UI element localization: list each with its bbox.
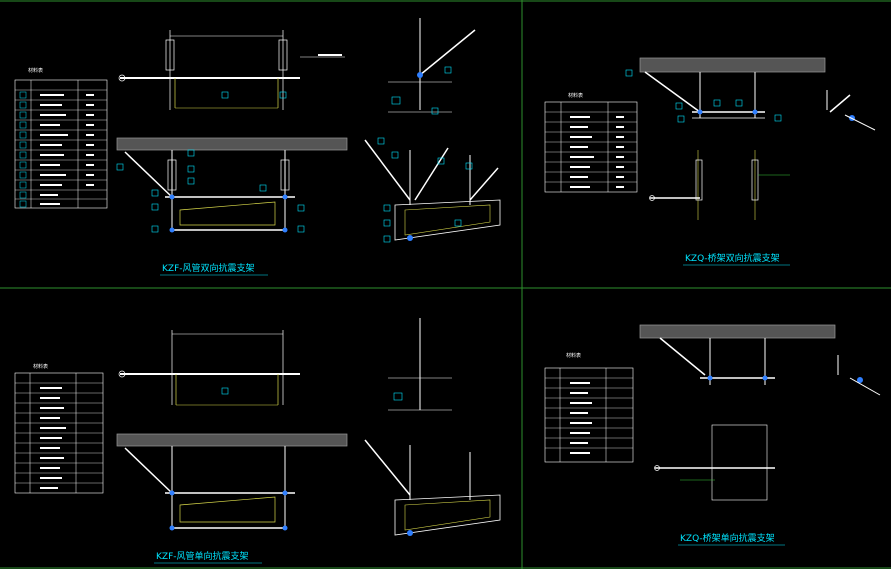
panel-bottom-left: 材料表	[14, 318, 501, 564]
iso-detail-2	[364, 439, 501, 536]
plan-view	[118, 30, 345, 110]
material-table-4: 材料表	[544, 352, 634, 463]
material-table: 材料表	[14, 67, 108, 209]
svg-text:材料表: 材料表	[566, 352, 581, 359]
svg-text:材料表: 材料表	[28, 67, 43, 74]
panel-top-right: 材料表	[544, 57, 876, 266]
tray-plan	[649, 150, 790, 220]
material-table-3: 材料表	[14, 363, 104, 494]
side-detail-2	[388, 318, 452, 411]
tray-plan-2	[654, 424, 775, 501]
caption-bottom-left: KZF-风管单向抗震支架	[156, 550, 249, 562]
panel-top-left: 材料表	[14, 18, 501, 276]
material-table-2: 材料表	[544, 92, 638, 193]
panel-bottom-right: 材料表	[544, 324, 881, 546]
caption-bottom-right: KZQ-桥架单向抗震支架	[680, 532, 775, 544]
svg-text:材料表: 材料表	[568, 92, 583, 99]
tray-elevation-2	[639, 324, 881, 396]
elevation-view-2	[116, 433, 348, 531]
caption-top-right: KZQ-桥架双向抗震支架	[685, 252, 780, 264]
elevation-view	[116, 137, 348, 233]
plan-view-2	[118, 330, 300, 406]
iso-detail	[364, 137, 501, 243]
tray-elevation	[625, 57, 876, 131]
side-detail	[388, 18, 476, 115]
caption-top-left: KZF-风管双向抗震支架	[162, 262, 255, 274]
svg-text:材料表: 材料表	[33, 363, 48, 370]
